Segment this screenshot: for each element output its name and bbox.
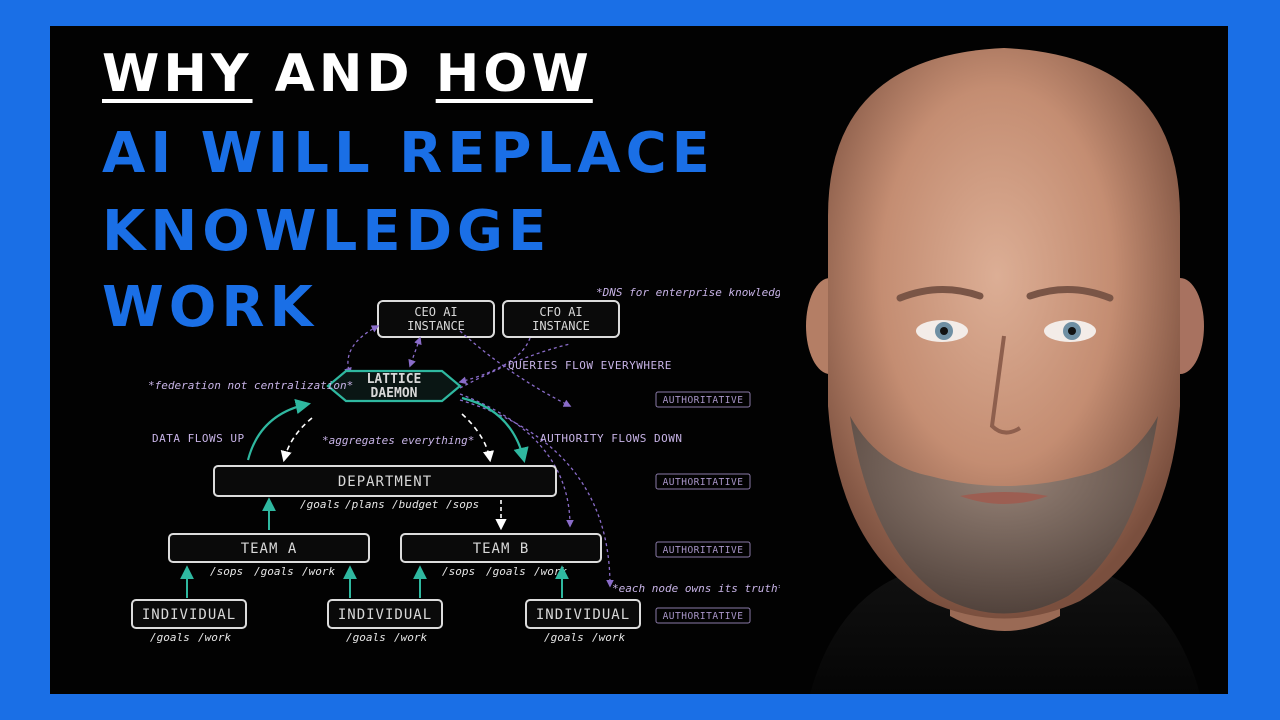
flow-queries: QUERIES FLOW EVERYWHERE — [508, 359, 672, 372]
daemon-line-1: LATTICE — [367, 372, 422, 387]
individual-node-3: INDIVIDUAL — [525, 599, 641, 629]
headline-word-and: AND — [274, 44, 414, 104]
team-a-path-sops: /sops — [210, 565, 243, 578]
eyebrow-right — [1026, 286, 1114, 302]
lattice-diagram: CEO AI INSTANCE CFO AI INSTANCE — [131, 286, 795, 644]
department-label: DEPARTMENT — [338, 474, 432, 490]
individual-3-label: INDIVIDUAL — [536, 607, 630, 623]
note-each-node: *each node owns its truth* — [612, 582, 784, 595]
authoritative-badge-4: AUTHORITATIVE — [655, 607, 751, 624]
note-dns: *DNS for enterprise knowledge* — [596, 286, 795, 299]
department-path-budget: /budget — [392, 498, 439, 511]
team-a-path-work: /work — [302, 565, 335, 578]
headline-top-line: WHY AND HOW — [102, 44, 593, 104]
authoritative-badge-1: AUTHORITATIVE — [655, 391, 751, 408]
authoritative-badge-3-text: AUTHORITATIVE — [663, 545, 744, 556]
team-a-path-goals: /goals — [254, 565, 294, 578]
thumbnail-panel: WHY AND HOW AI WILL REPLACE KNOWLEDGE WO… — [50, 26, 1228, 694]
team-b-label: TEAM B — [473, 541, 530, 557]
headline-word-why: WHY — [102, 44, 253, 104]
mouth — [960, 492, 1048, 504]
ceo-ai-line-2: INSTANCE — [407, 319, 465, 333]
note-aggregates: *aggregates everything* — [322, 434, 474, 447]
team-a-label: TEAM A — [241, 541, 298, 557]
headline-word-how: HOW — [435, 44, 593, 104]
team-b-node: TEAM B — [400, 533, 602, 563]
department-path-goals: /goals — [300, 498, 340, 511]
authoritative-badge-4-text: AUTHORITATIVE — [663, 611, 744, 622]
individual-arrows — [180, 565, 569, 598]
individual-2-label: INDIVIDUAL — [338, 607, 432, 623]
daemon-arrows — [246, 396, 529, 463]
team-a-node: TEAM A — [168, 533, 370, 563]
individual-node-2: INDIVIDUAL — [327, 599, 443, 629]
headline-line-3: KNOWLEDGE — [102, 199, 552, 264]
individual-3-path-goals: /goals — [544, 631, 584, 644]
individual-node-1: INDIVIDUAL — [131, 599, 247, 629]
cfo-ai-line-1: CFO AI — [539, 305, 582, 319]
team-b-path-sops: /sops — [442, 565, 475, 578]
beard — [850, 416, 1158, 614]
individual-3-path-work: /work — [592, 631, 625, 644]
authoritative-badge-3: AUTHORITATIVE — [655, 541, 751, 558]
ceo-ai-line-1: CEO AI — [414, 305, 457, 319]
cfo-ai-line-2: INSTANCE — [532, 319, 590, 333]
individual-1-label: INDIVIDUAL — [142, 607, 236, 623]
individual-1-path-goals: /goals — [150, 631, 190, 644]
individual-2-path-work: /work — [394, 631, 427, 644]
ceo-ai-node: CEO AI INSTANCE — [377, 300, 495, 338]
authoritative-badge-2: AUTHORITATIVE — [655, 473, 751, 490]
team-b-path-goals: /goals — [486, 565, 526, 578]
headline-line-4: WORK — [102, 275, 318, 340]
headline-line-2: AI WILL REPLACE — [102, 121, 715, 186]
eyebrow-left — [896, 286, 984, 302]
note-federation: *federation not centralization* — [148, 379, 353, 392]
department-path-plans: /plans — [345, 498, 385, 511]
authoritative-badge-2-text: AUTHORITATIVE — [663, 477, 744, 488]
nose — [989, 335, 1022, 435]
cfo-ai-node: CFO AI INSTANCE — [502, 300, 620, 338]
individual-2-path-goals: /goals — [346, 631, 386, 644]
daemon-line-2: DAEMON — [371, 386, 418, 401]
individual-1-path-work: /work — [198, 631, 231, 644]
presenter-portrait — [780, 26, 1228, 694]
lattice-daemon-node: LATTICE DAEMON — [326, 369, 462, 403]
flow-data-up: DATA FLOWS UP — [152, 432, 245, 445]
department-node: DEPARTMENT — [213, 465, 557, 497]
flow-authority-down: AUTHORITY FLOWS DOWN — [540, 432, 682, 445]
authoritative-badge-1-text: AUTHORITATIVE — [663, 395, 744, 406]
department-path-sops: /sops — [446, 498, 479, 511]
